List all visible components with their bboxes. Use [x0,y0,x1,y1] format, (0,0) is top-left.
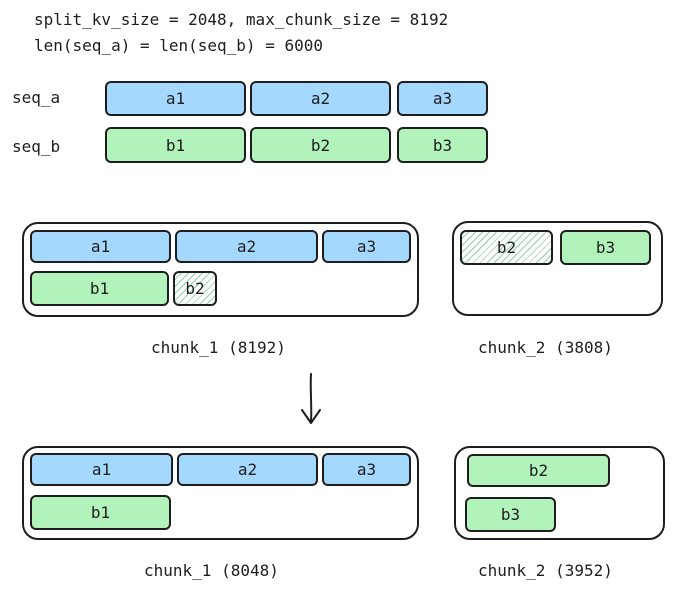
chunk-1-after [22,446,419,540]
chunk-1-before-label: chunk_1 (8192) [151,338,286,357]
chunk-2-before-b2-partial: b2 [460,230,553,265]
chunk-1-after-a3: a3 [322,453,411,486]
seq-b-block-b1: b1 [105,127,246,163]
seq-a-block-a2: a2 [250,81,391,116]
length-line: len(seq_a) = len(seq_b) = 6000 [34,36,323,55]
chunk-1-before-b2-partial: b2 [173,271,217,306]
arrow-down-icon [301,373,321,424]
chunk-2-after [454,446,665,540]
chunk-2-before [452,221,663,316]
chunk-1-before-b1: b1 [30,271,169,306]
seq-b-block-b3: b3 [397,127,488,163]
chunk-1-before-a2: a2 [175,230,318,263]
chunk-2-after-label: chunk_2 (3952) [478,561,613,580]
chunk-1-before-a1: a1 [30,230,171,263]
seq-b-label: seq_b [12,137,61,156]
chunk-1-after-a2: a2 [177,453,318,486]
chunk-2-after-b3: b3 [465,497,556,532]
chunk-2-after-b2: b2 [467,454,610,487]
chunk-1-after-a1: a1 [30,453,173,486]
chunk-2-before-label: chunk_2 (3808) [478,338,613,357]
seq-a-block-a1: a1 [105,81,246,116]
chunk-1-before [22,222,419,317]
config-line: split_kv_size = 2048, max_chunk_size = 8… [34,10,449,29]
chunk-1-after-b1: b1 [30,495,171,530]
seq-a-block-a3: a3 [397,81,488,116]
seq-b-block-b2: b2 [250,127,391,163]
chunk-1-before-a3: a3 [322,230,411,263]
chunk-1-after-label: chunk_1 (8048) [144,561,279,580]
seq-a-label: seq_a [12,88,61,107]
chunk-2-before-b3: b3 [560,230,651,265]
